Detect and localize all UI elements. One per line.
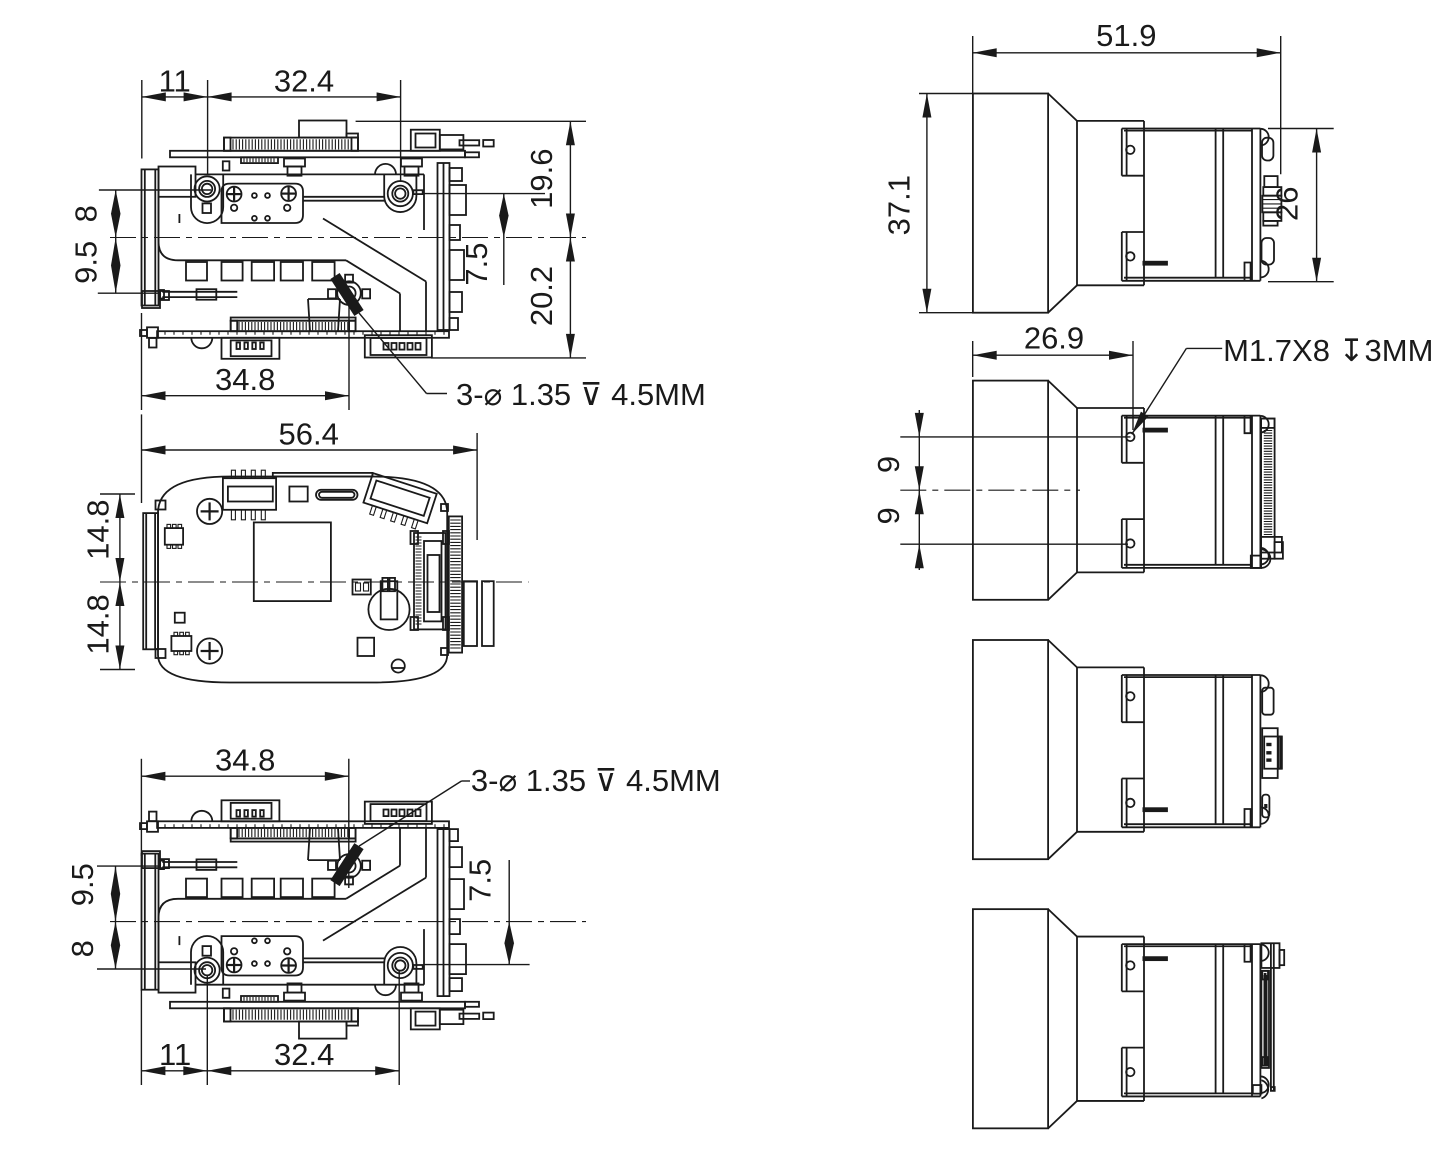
camera-module-side-profile [110, 121, 586, 359]
dim-label-side-top-32-4: 32.4 [274, 64, 334, 99]
dim-label-side-bottom-8: 8 [65, 940, 100, 957]
callout-front-b-thread: M1.7X8 ↧3MM [1223, 333, 1433, 368]
lens-module-outline [972, 639, 1270, 861]
front-view-1 [972, 92, 1283, 314]
pcb-top-view [100, 469, 529, 684]
front-view-4 [972, 908, 1286, 1130]
dim-label-side-bottom-34-8: 34.8 [215, 743, 275, 778]
dim-label-side-bottom-9-5: 9.5 [65, 863, 100, 906]
dim-label-side-bottom-11: 11 [159, 1037, 191, 1072]
dimension-labels: 11 32.4 19.6 7.5 20.2 8 9.5 34.8 3-⌀ 1.35 ⊽ 4.5M… [65, 18, 1434, 1072]
lens-module-outline [972, 92, 1270, 314]
dim-label-front-a-51-9: 51.9 [1096, 18, 1156, 53]
dim-label-board-14-8-lower: 14.8 [80, 594, 115, 654]
dim-label-side-top-20-2: 20.2 [524, 266, 559, 326]
front-view-3 [972, 639, 1283, 861]
side-view-top [110, 121, 586, 359]
dim-label-front-a-26: 26 [1270, 186, 1305, 220]
dim-label-side-bottom-32-4: 32.4 [274, 1037, 334, 1072]
dim-label-side-top-7-5: 7.5 [459, 242, 494, 285]
dim-label-side-bottom-7-5: 7.5 [462, 859, 497, 902]
camera-module-side-profile-mirrored [110, 800, 586, 1038]
dim-label-side-top-9-5: 9.5 [69, 241, 104, 284]
dim-label-side-top-19-6: 19.6 [524, 149, 559, 209]
front-view-2 [972, 379, 1284, 601]
dim-label-front-b-9-upper: 9 [871, 456, 906, 473]
dim-label-side-top-34-8: 34.8 [215, 362, 275, 397]
callout-side-bottom-holes: 3-⌀ 1.35 ⊽ 4.5MM [471, 763, 721, 798]
dim-label-front-a-37-1: 37.1 [881, 175, 916, 235]
dim-label-front-b-26-9: 26.9 [1024, 321, 1084, 356]
lens-module-outline [972, 379, 1270, 601]
dim-label-front-b-9-lower: 9 [871, 507, 906, 524]
dim-label-board-14-8-upper: 14.8 [80, 500, 115, 560]
dim-label-side-top-8: 8 [69, 205, 104, 222]
side-view-bottom [110, 800, 586, 1038]
callout-side-top-holes: 3-⌀ 1.35 ⊽ 4.5MM [456, 377, 706, 412]
lens-module-outline [972, 908, 1270, 1130]
dim-label-side-top-11: 11 [159, 64, 191, 99]
dim-label-board-56-4: 56.4 [279, 417, 339, 452]
dimension-arrows [110, 48, 1322, 1076]
